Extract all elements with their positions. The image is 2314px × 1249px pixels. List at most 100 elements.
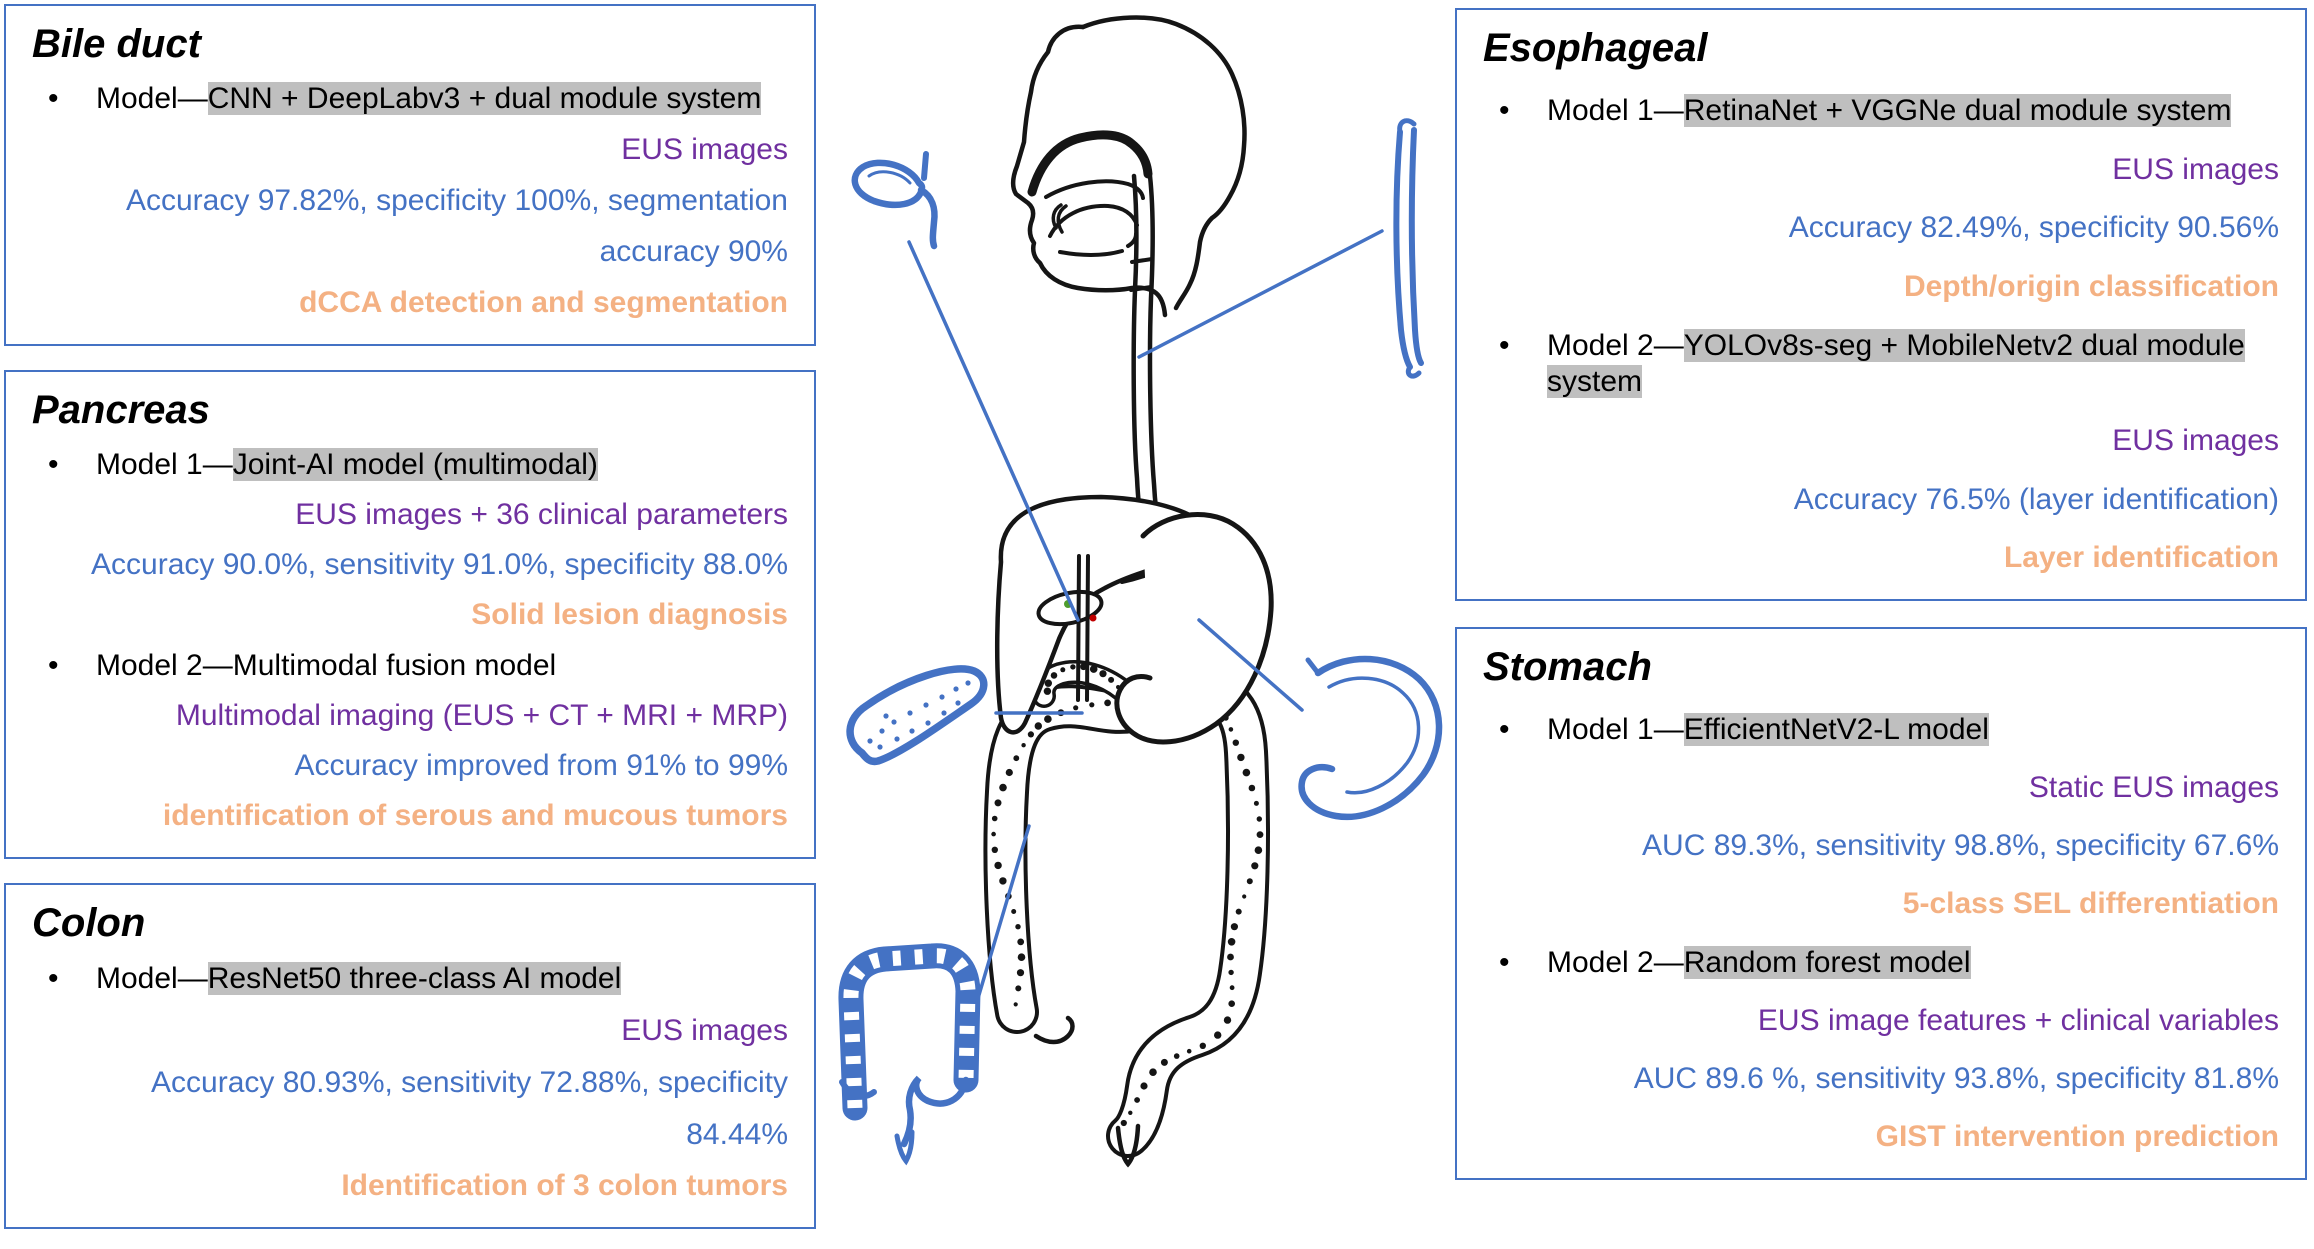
- speckle-dot: [1230, 923, 1238, 931]
- speckle-dot: [1199, 1042, 1206, 1050]
- input-data-line: EUS images: [621, 133, 788, 167]
- speckle-dot: [1253, 800, 1259, 806]
- speckle-dot: [1016, 969, 1025, 977]
- speckle-dot: [1015, 985, 1022, 992]
- speckle-dot: [1099, 670, 1107, 678]
- task-line: Solid lesion diagnosis: [471, 598, 788, 632]
- model-text: Model 2—Multimodal fusion model: [96, 649, 556, 682]
- speckle-dot: [991, 846, 998, 853]
- model-prefix: Model 2—: [1547, 328, 1684, 362]
- speckle-dot: [1134, 1097, 1140, 1103]
- model-text: Model 1—Joint-AI model (multimodal): [96, 447, 598, 481]
- bullet-marker: •: [48, 447, 59, 481]
- speckle-dot: [1044, 715, 1052, 723]
- input-data-line: EUS images: [621, 1014, 788, 1047]
- speckle-dot: [1021, 743, 1026, 748]
- bullet-marker: •: [1499, 945, 1510, 979]
- model-line: •Model 2—YOLOv8s-seg + MobileNetv2 dual …: [1483, 328, 2279, 401]
- performance-line: Accuracy 80.93%, sensitivity 72.88%, spe…: [151, 1065, 788, 1099]
- task-line: Depth/origin classification: [1903, 270, 2279, 304]
- speckle-dot: [1140, 1082, 1148, 1090]
- input-data-line: Static EUS images: [2028, 770, 2279, 804]
- speckle-dot: [1149, 1068, 1157, 1076]
- speckle-dot: [1080, 663, 1087, 671]
- panel-title: Stomach: [1483, 645, 1652, 689]
- bullet-marker: •: [1499, 712, 1510, 746]
- performance-line: Accuracy 97.82%, specificity 100%, segme…: [125, 184, 788, 218]
- speckle-dot: [1005, 768, 1013, 777]
- speckle-dot: [1060, 667, 1066, 673]
- model-prefix: Model—: [96, 962, 208, 996]
- speckle-dot: [1015, 924, 1021, 930]
- performance-line: Accuracy 82.49%, specificity 90.56%: [1788, 211, 2279, 245]
- speckle-dot: [991, 831, 996, 837]
- model-line: • Model 2—Multimodal fusion model: [32, 648, 788, 685]
- speckle-dot: [1228, 1000, 1235, 1007]
- speckle-dot: [1043, 687, 1052, 695]
- panel-colon: Colon •Model—ResNet50 three-class AI mod…: [4, 883, 816, 1229]
- speckle-dot: [1108, 676, 1115, 683]
- speckle-dot: [999, 877, 1007, 885]
- panel-title: Esophageal: [1483, 26, 1708, 70]
- speckle-dot: [1251, 862, 1259, 870]
- performance-line: AUC 89.6 %, sensitivity 93.8%, specifici…: [1633, 1062, 2279, 1096]
- speckle-dot: [1228, 969, 1234, 976]
- speckle-dot: [1070, 664, 1076, 670]
- model-name-highlight: YOLOv8s-seg + MobileNetv2 dual module: [1683, 328, 2245, 362]
- connector-line-esophagus: [1137, 229, 1384, 359]
- speckle-dot: [1229, 985, 1235, 991]
- model-prefix: Model 2—Multimodal fusion model: [96, 648, 557, 682]
- bullet-marker: •: [48, 648, 59, 682]
- speckle-dot: [1248, 784, 1256, 792]
- task-line: dCCA detection and segmentation: [299, 286, 788, 320]
- task-line: Identification of 3 colon tumors: [341, 1169, 788, 1203]
- input-data-line: EUS images: [2112, 152, 2279, 186]
- head-profile-line-art: [1010, 15, 1247, 318]
- speckle-dot: [1214, 1031, 1222, 1039]
- speckle-dot: [1011, 909, 1017, 914]
- model-prefix: Model 1—: [1547, 712, 1684, 746]
- task-line: 5-class SEL differentiation: [1902, 887, 2279, 921]
- rectum-line-art: [1115, 1123, 1141, 1168]
- performance-line: accuracy 90%: [599, 235, 788, 269]
- model-prefix: Model—: [96, 82, 208, 116]
- model-name-highlight: Joint-AI model (multimodal): [232, 447, 598, 481]
- speckle-dot: [1232, 739, 1239, 746]
- speckle-dot: [1256, 816, 1262, 822]
- input-data-line: Multimodal imaging (EUS + CT + MRI + MRP…: [175, 698, 788, 732]
- connector-line-stomach: [1197, 618, 1304, 712]
- model-line: • Model 1—Joint-AI model (multimodal): [32, 447, 788, 484]
- speckle-dot: [1246, 878, 1253, 885]
- model-text: Model 1—RetinaNet + VGGNe dual module sy…: [1547, 94, 2232, 128]
- input-data-line: EUS image features + clinical variables: [1757, 1003, 2279, 1037]
- speckle-dot: [1104, 699, 1111, 707]
- speckle-dot: [1237, 753, 1245, 762]
- colon-icon: [838, 943, 981, 1166]
- stomach-line-art: [1114, 512, 1274, 745]
- speckle-dot: [1254, 846, 1263, 854]
- model-text: Model 2—YOLOv8s-seg + MobileNetv2 dual m…: [1547, 328, 2245, 399]
- task-line: Layer identification: [2003, 541, 2279, 575]
- appendix-line-art: [1033, 1015, 1075, 1045]
- model-text: Model—ResNet50 three-class AI model: [96, 962, 622, 996]
- speckle-dot: [1013, 755, 1020, 762]
- speckle-dot: [1186, 1048, 1192, 1054]
- connector-line-colon: [974, 824, 1031, 1007]
- large-intestine-line-art: [983, 670, 1270, 1168]
- performance-line: Accuracy 90.0%, sensitivity 91.0%, speci…: [91, 548, 788, 582]
- speckle-dot: [1027, 731, 1034, 738]
- speckle-dot: [1050, 672, 1058, 679]
- speckle-dot: [999, 783, 1007, 792]
- speckle-dot: [1227, 938, 1236, 946]
- bullet-marker: •: [48, 82, 59, 116]
- speckle-dot: [994, 799, 1002, 807]
- model-line: •Model 1—RetinaNet + VGGNe dual module s…: [1483, 93, 2279, 130]
- panel-title: Pancreas: [32, 388, 210, 432]
- tongue-line-art: [1048, 203, 1139, 238]
- speckle-dot: [1013, 1002, 1018, 1007]
- pancreas-icon: [846, 665, 988, 766]
- model-name-highlight: Random forest model: [1683, 945, 1971, 979]
- speckle-dot: [1120, 1119, 1127, 1127]
